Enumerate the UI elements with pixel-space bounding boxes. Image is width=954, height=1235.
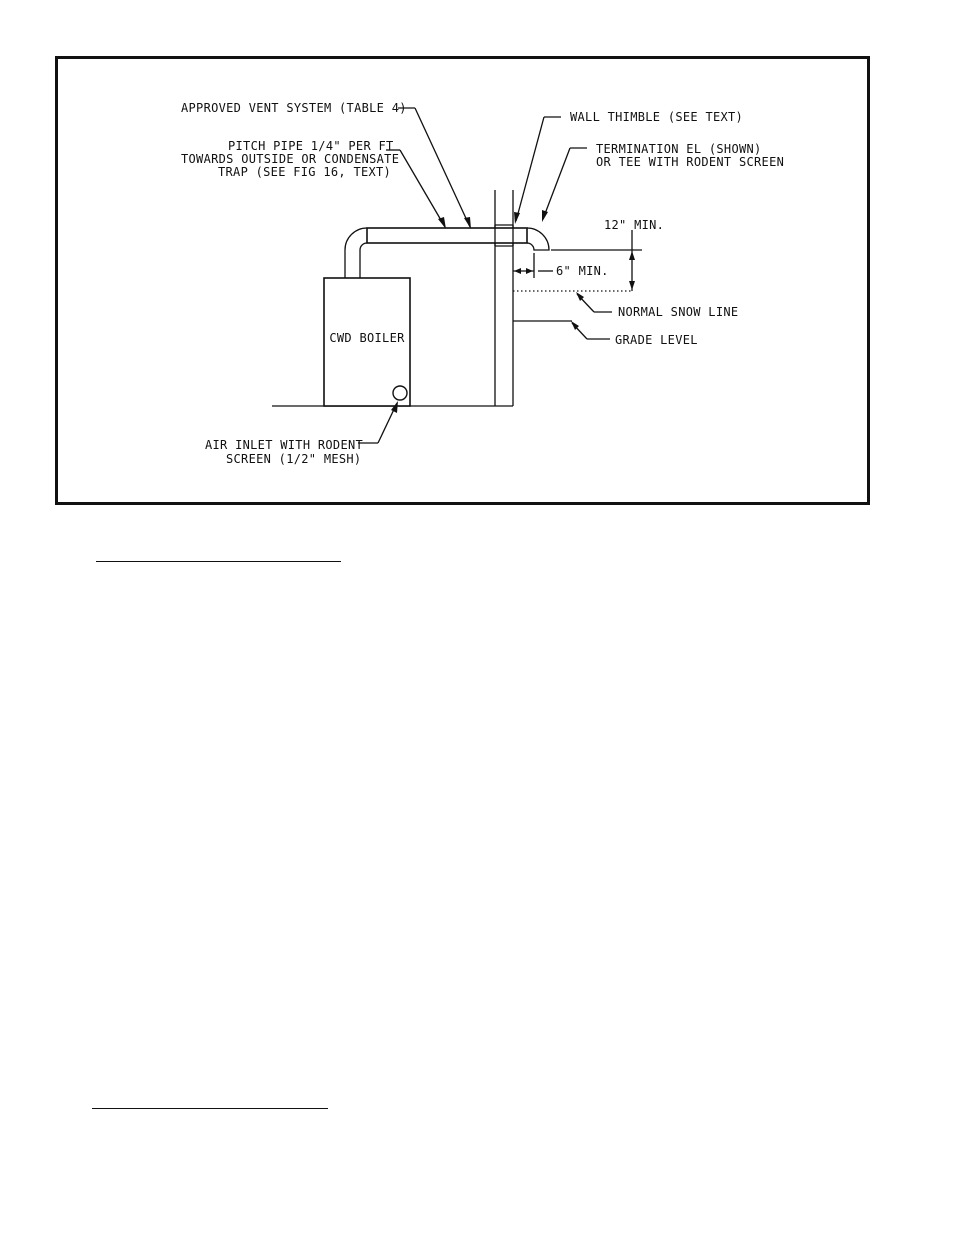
label-wall-thimble: WALL THIMBLE (SEE TEXT) [570, 110, 743, 124]
dim-6-arrow-left [514, 268, 521, 274]
label-pitch-3: TRAP (SEE FIG 16, TEXT) [218, 165, 391, 179]
label-termination-2: OR TEE WITH RODENT SCREEN [596, 155, 784, 169]
label-snow-line: NORMAL SNOW LINE [618, 305, 738, 319]
dim-6-label: 6" MIN. [556, 264, 609, 278]
dim-12-arrow-top [629, 251, 635, 260]
leader-vent-system-arrow [464, 217, 471, 229]
dim-12-label: 12" MIN. [604, 218, 664, 232]
section-rule-bottom [92, 1108, 328, 1109]
label-air-inlet-1: AIR INLET WITH RODENT [205, 438, 363, 452]
leader-pitch [400, 150, 445, 227]
label-grade-level: GRADE LEVEL [615, 333, 698, 347]
termination-elbow [527, 228, 549, 250]
label-pitch-2: TOWARDS OUTSIDE OR CONDENSATE [181, 152, 399, 166]
leader-thimble-arrow [514, 212, 520, 224]
label-vent-system: APPROVED VENT SYSTEM (TABLE 4) [181, 101, 407, 115]
boiler-elbow [345, 228, 367, 250]
label-air-inlet-2: SCREEN (1/2" MESH) [226, 452, 361, 466]
leader-vent-system [415, 108, 470, 227]
boiler-label: CWD BOILER [329, 331, 405, 345]
figure-frame [57, 58, 869, 504]
horizontal-vent-pipe [367, 228, 527, 243]
label-termination-1: TERMINATION EL (SHOWN) [596, 142, 762, 156]
leader-termination [543, 148, 570, 219]
section-rule-top [96, 561, 341, 562]
air-inlet [393, 386, 407, 400]
label-pitch-1: PITCH PIPE 1/4" PER FT [228, 139, 394, 153]
leader-thimble [516, 117, 544, 221]
leader-pitch-arrow [438, 217, 446, 229]
dim-12-arrow-bottom [629, 281, 635, 290]
leader-termination-arrow [542, 210, 548, 222]
dim-6-arrow-right [526, 268, 533, 274]
